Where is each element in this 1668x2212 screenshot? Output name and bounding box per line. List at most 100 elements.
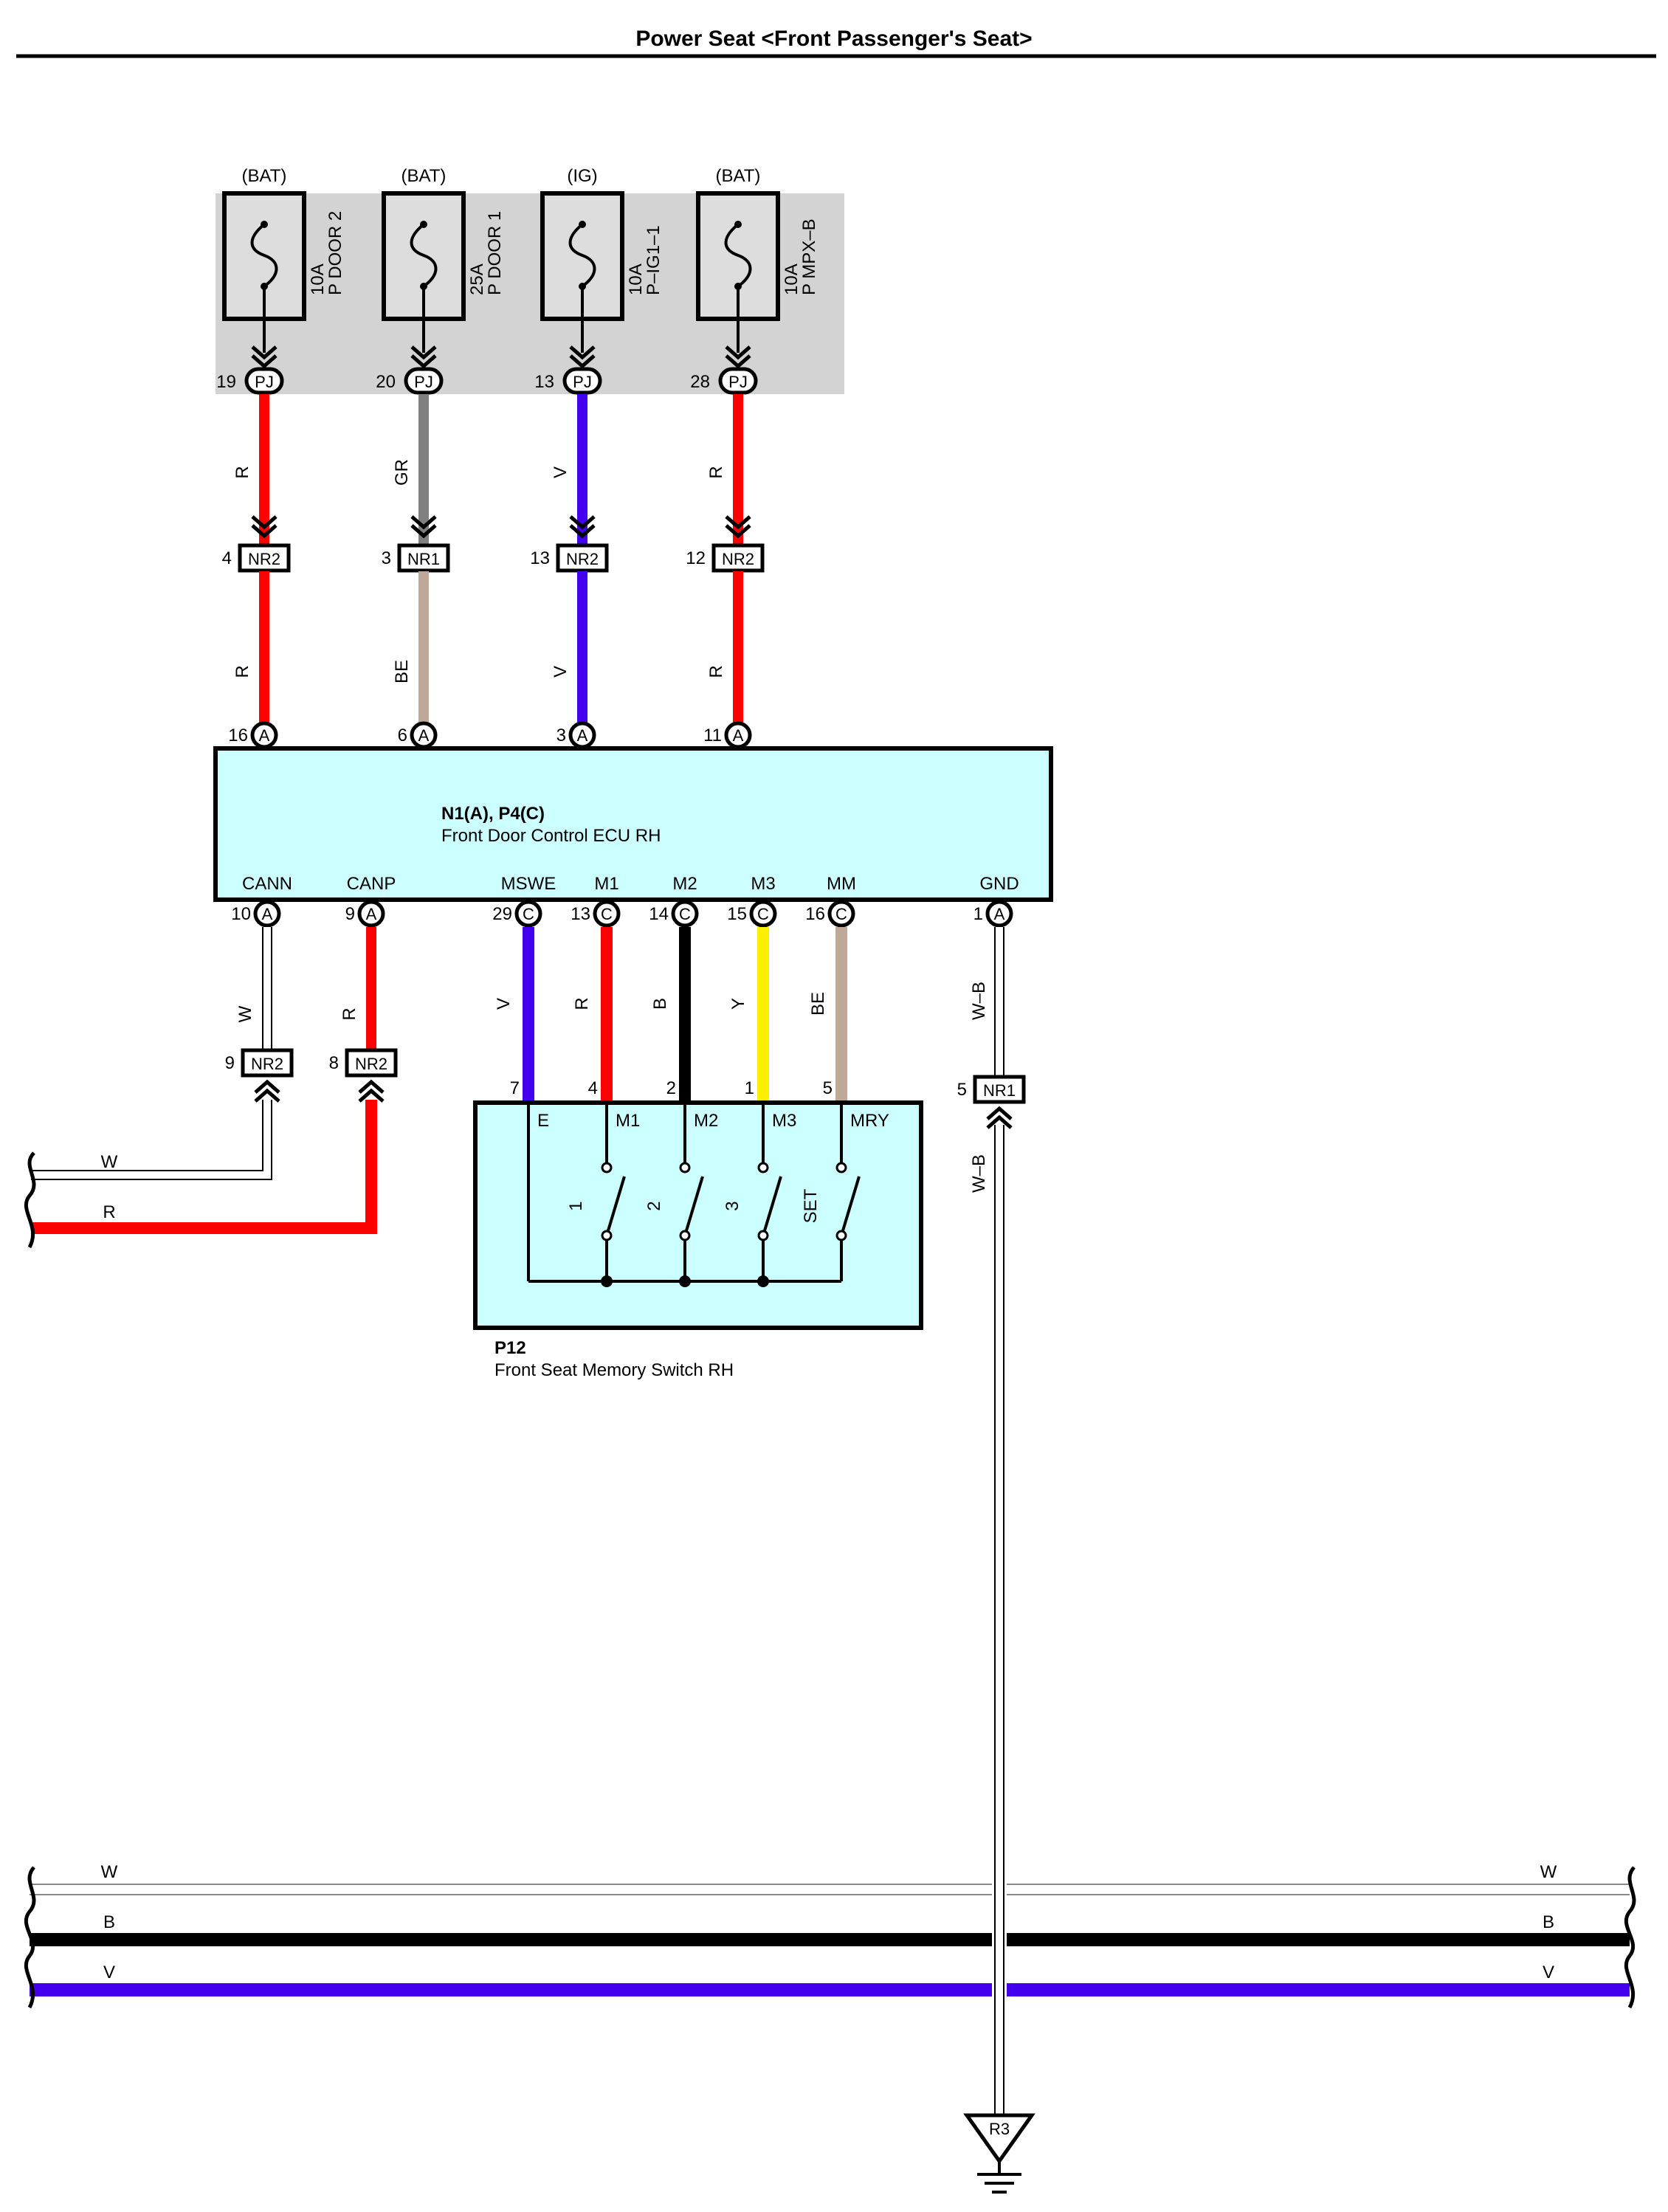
wire-color-label: R: [232, 665, 252, 678]
fuse-element-icon: [568, 223, 596, 288]
bus-wire-label: B: [1543, 1912, 1554, 1932]
ecu-pin-letter: C: [757, 905, 769, 923]
ecu-terminal-label: M2: [672, 874, 697, 894]
ecu-pin: [749, 900, 777, 928]
can-w-route: [31, 1100, 271, 1179]
ecu-id: N1(A), P4(C): [441, 804, 545, 824]
memory-switch-id: P12: [494, 1338, 526, 1358]
connector-arrow-icon: [251, 345, 278, 369]
wire-color-label: R: [706, 466, 726, 478]
connector-arrow-icon: [358, 1079, 385, 1103]
inline-connector-pin: 12: [686, 548, 706, 568]
ecu-name: Front Door Control ECU RH: [441, 826, 661, 846]
ecu-pin-number: 16: [228, 726, 248, 745]
inline-connector-label: NR2: [248, 550, 280, 568]
ecu-terminal-label: CANP: [347, 874, 396, 894]
fuse-element-icon: [724, 223, 752, 288]
pj-connector: [244, 367, 284, 395]
inline-connector-label: NR1: [407, 550, 440, 568]
ecu-pin-letter: A: [262, 905, 273, 923]
switch-terminal-label: M1: [616, 1111, 640, 1131]
inline-connector-pin: 4: [222, 548, 232, 568]
connector-arrow-icon: [410, 515, 437, 539]
pj-pin-number: 19: [216, 372, 236, 392]
wire-color-label: W: [235, 1005, 255, 1022]
wire-color-label: BE: [392, 660, 412, 683]
junction-dot: [757, 1275, 769, 1287]
wire-color-label: V: [551, 666, 571, 678]
inline-connector-pin: 3: [382, 548, 391, 568]
ecu-pin-number: 11: [703, 726, 722, 745]
ecu-pin-letter: A: [259, 726, 270, 745]
wire-color-label: R: [572, 997, 592, 1010]
switch-contact: [757, 1230, 769, 1241]
fuse-name: P–IG1–1: [644, 225, 664, 295]
ecu-pin-number: 6: [398, 726, 407, 745]
switch-terminal-label: M2: [694, 1111, 718, 1131]
ground-icon: [963, 2113, 1035, 2165]
fuse-element-icon: [250, 223, 278, 288]
fuse-rating: 10A: [308, 263, 328, 295]
connector-arrow-icon: [254, 1079, 280, 1103]
switch-contact: [835, 1230, 847, 1241]
wire-color-label: R: [340, 1007, 359, 1020]
pj-connector: [404, 367, 444, 395]
junction-dot: [679, 1275, 691, 1287]
connector-arrow-icon: [569, 515, 596, 539]
ecu-box: [213, 746, 1053, 902]
switch-pin-number: 7: [510, 1078, 520, 1098]
switch-number-label: 1: [566, 1201, 586, 1210]
switch-pin-number: 5: [823, 1078, 833, 1098]
page-title: Power Seat <Front Passenger's Seat>: [635, 27, 1032, 51]
fuse-rating: 25A: [467, 263, 487, 295]
ecu-pin: [593, 900, 621, 928]
inline-connector-pin: 5: [957, 1080, 967, 1100]
pj-connector-label: PJ: [414, 373, 433, 391]
switch-number-label: SET: [801, 1188, 821, 1223]
switch-contact: [679, 1230, 691, 1241]
inline-connector: [973, 1075, 1026, 1104]
switch-contact: [601, 1162, 613, 1174]
fuse-source-label: (IG): [567, 166, 597, 186]
wire-color-label: R: [232, 466, 252, 478]
connector-arrow-icon: [725, 515, 751, 539]
switch-contact: [679, 1162, 691, 1174]
wire-color-label: W: [101, 1152, 118, 1172]
fuse-source-label: (BAT): [242, 166, 287, 186]
ecu-pin-letter: A: [418, 726, 430, 745]
wire-color-label: W–B: [969, 1154, 989, 1193]
inline-connector: [238, 543, 291, 573]
fuse-element-icon: [410, 223, 438, 288]
connector-arrow-icon: [251, 515, 278, 539]
ecu-pin: [514, 900, 542, 928]
switch-number-label: 2: [644, 1201, 664, 1210]
inline-connector-pin: 8: [329, 1053, 339, 1073]
ecu-pin: [827, 900, 855, 928]
wire-color-label: GR: [392, 459, 412, 486]
pj-pin-number: 28: [690, 372, 710, 392]
switch-contact: [601, 1230, 613, 1241]
inline-connector: [397, 543, 450, 573]
fuse-source-label: (BAT): [402, 166, 447, 186]
inline-connector: [241, 1048, 294, 1078]
ecu-pin-number: 15: [727, 904, 747, 924]
bus-wire-label: W: [1540, 1862, 1557, 1882]
wire-break-icon: [24, 1866, 36, 2009]
ecu-terminal-label: GND: [979, 874, 1019, 894]
switch-blade: [605, 1176, 626, 1236]
switch-contact: [757, 1162, 769, 1174]
ecu-pin-letter: A: [366, 905, 377, 923]
junction-dot: [601, 1275, 613, 1287]
wire-color-label: V: [551, 466, 571, 478]
memory-switch-box: [473, 1100, 923, 1330]
switch-blade: [840, 1176, 861, 1236]
ecu-terminal-label: M3: [751, 874, 775, 894]
inline-connector-label: NR2: [355, 1055, 387, 1073]
ecu-pin-number: 1: [973, 904, 983, 924]
pj-connector-label: PJ: [573, 373, 592, 391]
wire-color-label: W–B: [969, 982, 989, 1020]
ecu-terminal-label: CANN: [242, 874, 292, 894]
wire-color-label: R: [103, 1202, 115, 1222]
connector-arrow-icon: [725, 345, 751, 369]
